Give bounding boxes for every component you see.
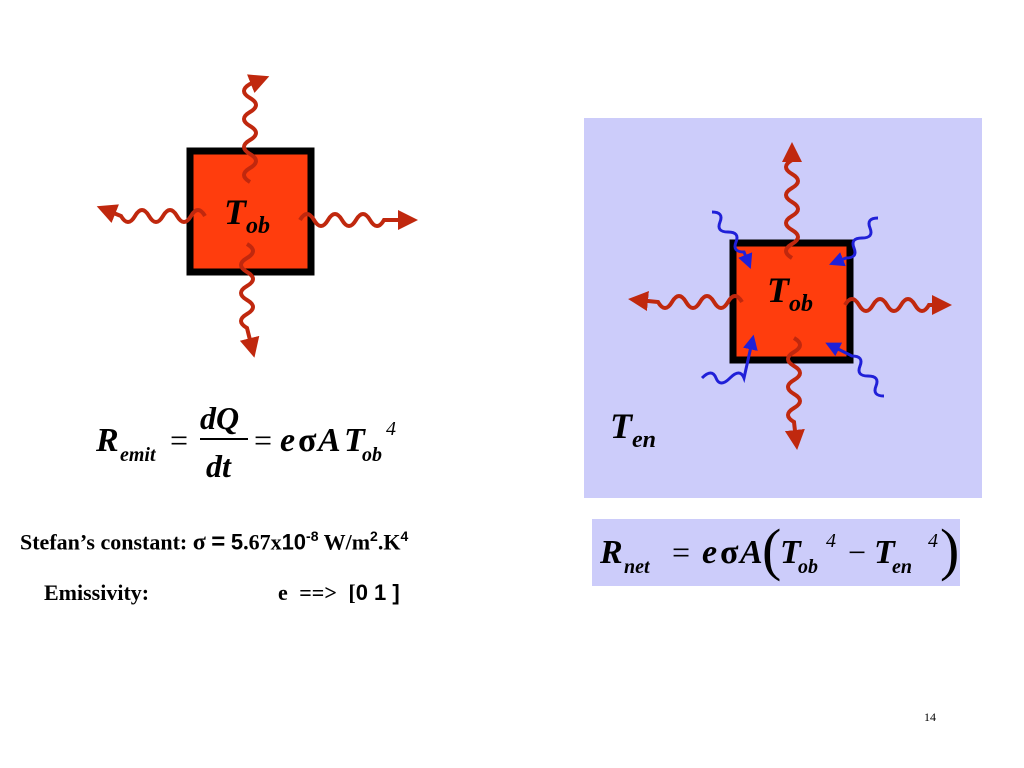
eq-T-en: T — [874, 534, 895, 571]
eq-R-sub: net — [624, 556, 650, 578]
eq-A: A — [318, 422, 341, 459]
emission-wave-right-env — [843, 295, 952, 315]
eq-T: T — [344, 422, 365, 459]
label-sub: ob — [246, 213, 270, 239]
stefan-equals: = — [211, 528, 226, 556]
emission-rate-equation: R emit = dQ dt = e σ A T ob 4 — [96, 400, 416, 490]
emission-wave-down — [239, 242, 260, 358]
stefan-constant-line: Stefan’s constant: σ = 5.67x10-8 W/m2.K4 — [20, 528, 408, 556]
label-sub: en — [632, 427, 656, 453]
eq-power-2: 4 — [928, 530, 938, 552]
page-number: 14 — [924, 710, 936, 724]
fraction-bar — [200, 438, 248, 440]
eq-equals: = — [672, 534, 691, 570]
emission-wave-left-env — [628, 291, 744, 311]
absorption-wave-bottom-right — [825, 342, 885, 398]
stefan-unit-k: .K — [377, 529, 401, 555]
eq-sigma: σ — [298, 422, 317, 459]
eq-e: e — [702, 534, 718, 571]
emission-wave-left — [96, 204, 207, 224]
label-T: T — [610, 406, 632, 446]
emission-wave-down-env — [784, 336, 805, 450]
net-rate-equation: R net = e σ A ( T ob 4 − T en 4 ) — [598, 517, 959, 586]
stefan-value-rest: .67x — [243, 529, 282, 555]
eq-numerator: dQ — [200, 400, 240, 436]
stefan-unit-sq: 2 — [370, 528, 378, 544]
label-T: T — [224, 192, 246, 232]
emissivity-e: e — [278, 580, 288, 605]
eq-T-en-sub: en — [892, 556, 912, 578]
label-sub: ob — [789, 291, 813, 317]
emissivity-lbracket: [ — [348, 580, 356, 605]
absorption-wave-bottom-left — [700, 334, 758, 385]
eq-equals-2: = — [254, 422, 273, 458]
absorption-wave-top-right — [829, 216, 879, 267]
emissivity-label: Emissivity: — [44, 580, 150, 605]
eq-denominator: dt — [206, 448, 231, 484]
emission-wave-up — [242, 74, 270, 184]
emissivity-line: Emissivity: — [44, 580, 149, 606]
eq-A: A — [740, 534, 763, 571]
stefan-unit-k4: 4 — [400, 528, 409, 544]
stefan-ten: 10 — [281, 529, 307, 555]
eq-sigma: σ — [720, 534, 739, 571]
object-temperature-label: Tob — [224, 194, 270, 238]
stefan-unit-wm: W/m — [318, 529, 371, 555]
eq-T-ob: T — [780, 534, 801, 571]
eq-right-paren: ) — [940, 517, 960, 582]
environment-temperature-label: Ten — [610, 408, 656, 452]
emissivity-range-values: 0 1 ] — [355, 580, 400, 605]
net-equation-box — [592, 519, 960, 586]
label-T: T — [767, 270, 789, 310]
stefan-label: Stefan’s constant: — [20, 529, 188, 555]
eq-T-sub: ob — [362, 444, 382, 466]
object-temperature-label-env: Tob — [767, 272, 813, 316]
stefan-sigma: σ — [192, 529, 206, 556]
eq-e: e — [280, 422, 296, 459]
eq-R: R — [96, 422, 119, 459]
left-object — [96, 74, 418, 358]
right-object — [628, 142, 952, 450]
eq-equals-1: = — [170, 422, 189, 458]
eq-R: R — [600, 534, 623, 571]
eq-R-sub: emit — [120, 444, 156, 466]
eq-power: 4 — [386, 418, 396, 440]
emissivity-range: e ==> [0 1 ] — [278, 580, 400, 606]
emission-wave-up-env — [782, 142, 802, 260]
stefan-exponent: -8 — [306, 528, 319, 544]
eq-power-1: 4 — [826, 530, 836, 552]
emissivity-arrow: ==> — [299, 580, 337, 605]
eq-T-ob-sub: ob — [798, 556, 818, 578]
absorption-wave-top-left — [711, 210, 753, 269]
eq-minus: − — [848, 534, 867, 570]
eq-left-paren: ( — [762, 517, 782, 582]
emission-wave-right — [298, 210, 418, 230]
stefan-value-5: 5 — [230, 529, 244, 555]
